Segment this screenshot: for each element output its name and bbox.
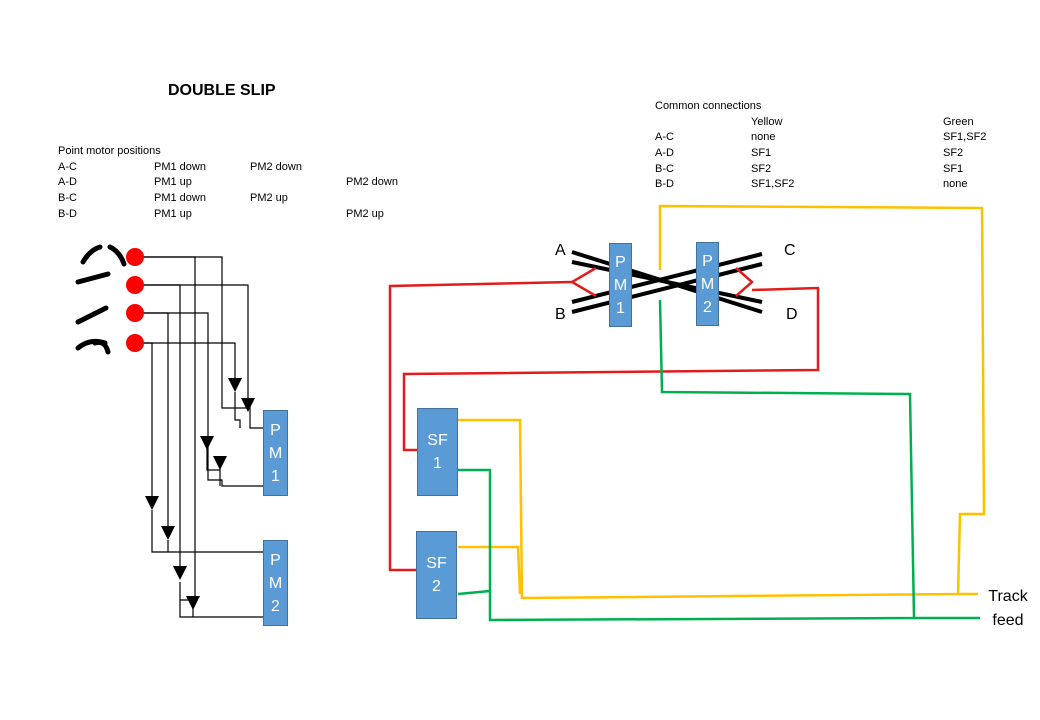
sf1-label-top: SF xyxy=(427,432,448,449)
slip-pm2-char-3: 2 xyxy=(703,298,712,316)
track-feed-line-1: Track xyxy=(988,588,1028,605)
slip-pm1-char-3: 1 xyxy=(616,299,625,317)
sf1-label-bottom: 1 xyxy=(433,455,442,472)
left-pm1-char-2: M xyxy=(268,444,283,462)
common-green-ad: SF2 xyxy=(943,147,964,159)
track-feed-line-2: feed xyxy=(992,612,1024,629)
common-col-yellow: Yellow xyxy=(751,116,783,128)
contact-dot-1 xyxy=(126,248,144,266)
route-icon-bc xyxy=(75,305,109,325)
common-heading: Common connections xyxy=(655,100,762,112)
yellow-wires xyxy=(458,204,986,600)
green-wires xyxy=(457,299,980,622)
positions-heading: Point motor positions xyxy=(58,145,161,157)
left-pm2-char-3: 2 xyxy=(271,597,280,615)
sf1-box: SF 1 xyxy=(417,408,458,496)
common-green-ac: SF1,SF2 xyxy=(943,131,987,143)
slip-pm1-box: P M 1 xyxy=(609,243,632,327)
common-col-green: Green xyxy=(943,116,974,128)
slip-pm2-char-2: M xyxy=(700,275,715,293)
slip-pm2-box: P M 2 xyxy=(696,242,719,326)
contact-dot-3 xyxy=(126,304,144,322)
track-feed-label: Track feed xyxy=(982,585,1034,633)
route-icon-ad xyxy=(75,271,111,285)
positions-pm1-bc: PM1 down xyxy=(154,192,206,204)
common-route-bd: B-D xyxy=(655,178,674,190)
left-pm2-char-2: M xyxy=(268,574,283,592)
slip-pm2-char-1: P xyxy=(702,252,713,270)
common-green-bd: none xyxy=(943,178,968,190)
red-wires xyxy=(388,266,820,572)
positions-pm1-ac: PM1 down xyxy=(154,161,206,173)
positions-pm2-bd: PM2 up xyxy=(346,208,384,220)
positions-route-ac: A-C xyxy=(58,161,77,173)
track-end-c: C xyxy=(784,242,796,259)
route-icons xyxy=(75,244,127,355)
track-end-d: D xyxy=(786,306,798,323)
positions-pm1-ad: PM1 up xyxy=(154,176,192,188)
slip-pm1-char-2: M xyxy=(613,276,628,294)
page-title: DOUBLE SLIP xyxy=(168,82,276,99)
contact-dot-4 xyxy=(126,334,144,352)
slip-pm1-char-1: P xyxy=(615,253,626,271)
positions-route-ad: A-D xyxy=(58,176,77,188)
positions-route-bc: B-C xyxy=(58,192,77,204)
sf2-box: SF 2 xyxy=(416,531,457,619)
track-end-a: A xyxy=(555,242,566,259)
contact-dots xyxy=(126,248,144,352)
common-yellow-ac: none xyxy=(751,131,776,143)
positions-pm1-bd: PM1 up xyxy=(154,208,192,220)
route-icon-ac-right xyxy=(107,244,127,267)
route-icon-ac-left xyxy=(80,244,103,265)
common-yellow-bc: SF2 xyxy=(751,163,772,175)
positions-pm2-bc: PM2 up xyxy=(250,192,288,204)
common-route-ac: A-C xyxy=(655,131,674,143)
left-pm1-box: P M 1 xyxy=(263,410,288,496)
contact-dot-2 xyxy=(126,276,144,294)
positions-pm2-ac: PM2 down xyxy=(250,161,302,173)
positions-pm2-ad: PM2 down xyxy=(346,176,398,188)
common-route-bc: B-C xyxy=(655,163,674,175)
left-pm2-char-1: P xyxy=(270,551,281,569)
sf2-label-top: SF xyxy=(426,555,447,572)
black-wires xyxy=(135,256,263,618)
common-green-bc: SF1 xyxy=(943,163,964,175)
track-end-b: B xyxy=(555,306,566,323)
left-pm2-box: P M 2 xyxy=(263,540,288,626)
sf2-label-bottom: 2 xyxy=(432,578,441,595)
route-icon-bd-right xyxy=(92,339,111,355)
positions-route-bd: B-D xyxy=(58,208,77,220)
double-slip-track xyxy=(571,250,763,314)
left-pm1-char-3: 1 xyxy=(271,467,280,485)
common-yellow-bd: SF1,SF2 xyxy=(751,178,795,190)
common-route-ad: A-D xyxy=(655,147,674,159)
common-yellow-ad: SF1 xyxy=(751,147,772,159)
left-pm1-char-1: P xyxy=(270,421,281,439)
